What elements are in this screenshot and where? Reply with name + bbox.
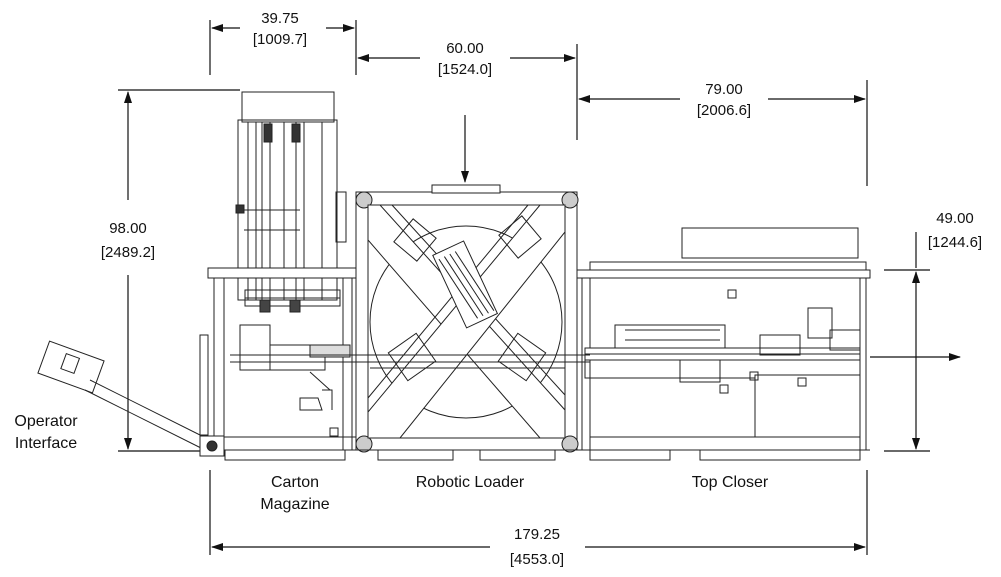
dim-98-metric: [2489.2] bbox=[100, 244, 156, 261]
operator-interface-label-line2: Interface bbox=[14, 435, 78, 452]
carton-magazine-label-line1: Carton bbox=[270, 474, 320, 491]
dim-79-metric: [2006.6] bbox=[696, 102, 752, 119]
carton-magazine-frame bbox=[199, 267, 357, 450]
dim-60-metric: [1524.0] bbox=[437, 61, 493, 78]
conveyor-line bbox=[230, 354, 590, 369]
dim-98-imperial: 98.00 bbox=[109, 220, 147, 237]
dim-60-imperial: 60.00 bbox=[446, 40, 484, 57]
robot-head bbox=[432, 240, 499, 329]
robotic-loader-label: Robotic Loader bbox=[415, 474, 525, 491]
operator-interface-arm bbox=[37, 340, 225, 457]
dim-79-imperial: 79.00 bbox=[705, 81, 743, 98]
dimension-lines bbox=[118, 20, 961, 555]
carton-magazine-label-line2: Magazine bbox=[260, 496, 330, 513]
dim-179-metric: [4553.0] bbox=[509, 551, 565, 568]
dim-39-imperial: 39.75 bbox=[261, 10, 299, 27]
dim-179-imperial: 179.25 bbox=[514, 526, 560, 543]
dim-39-metric: [1009.7] bbox=[252, 31, 308, 48]
top-closer bbox=[576, 227, 871, 450]
carton-magazine-tower bbox=[235, 91, 347, 313]
dim-49-imperial: 49.00 bbox=[936, 210, 974, 227]
base-rails bbox=[205, 449, 870, 461]
dim-49-metric: [1244.6] bbox=[927, 234, 983, 251]
top-closer-label: Top Closer bbox=[691, 474, 769, 491]
robotic-loader-frame bbox=[355, 184, 579, 453]
machine bbox=[37, 91, 871, 461]
operator-interface-label-line1: Operator bbox=[14, 413, 78, 430]
